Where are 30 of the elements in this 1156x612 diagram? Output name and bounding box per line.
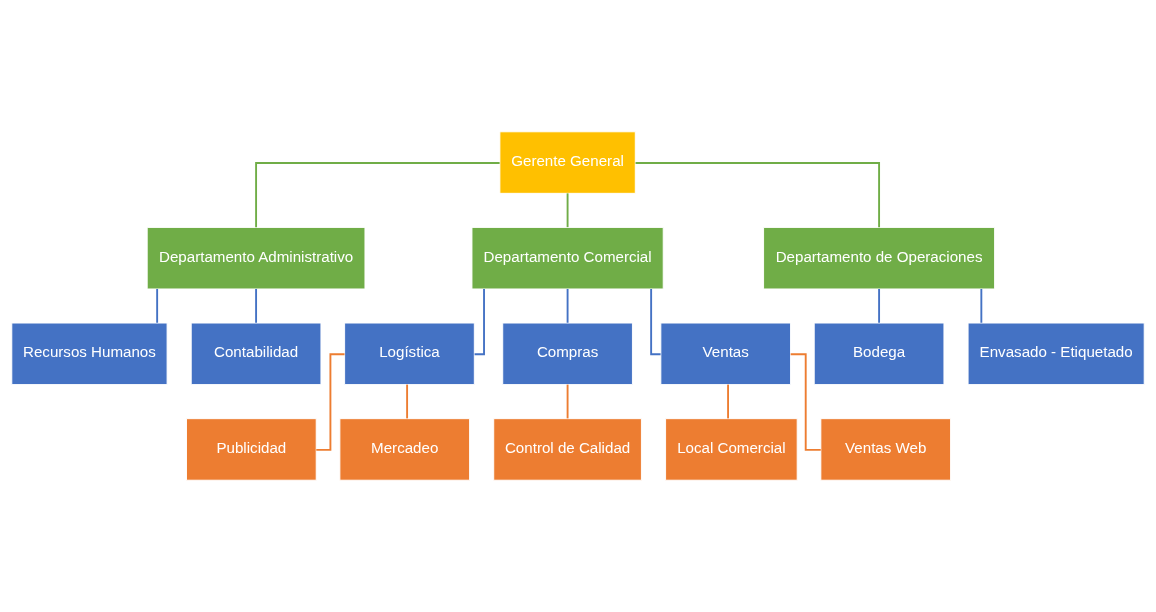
connector: [727, 383, 729, 420]
connector: [566, 288, 569, 324]
node-box: Mercadeo: [339, 418, 471, 481]
node-box: Logística: [344, 322, 475, 386]
connector: [315, 353, 346, 451]
connector: [634, 162, 881, 229]
connector: [980, 288, 983, 324]
connector: [566, 383, 569, 420]
node-box: Ventas: [660, 322, 792, 386]
node-box: Ventas Web: [820, 418, 952, 481]
node-box: Compras: [502, 322, 633, 386]
connector: [650, 288, 662, 356]
connector: [255, 288, 258, 324]
connector: [473, 288, 485, 356]
connector: [255, 162, 501, 229]
connector: [878, 288, 881, 324]
node-box: Local Comercial: [665, 418, 798, 481]
node-box: Control de Calidad: [493, 418, 642, 481]
node-box: Bodega: [813, 322, 945, 386]
node-box: Departamento Administrativo: [146, 226, 366, 290]
node-box: Contabilidad: [190, 322, 322, 386]
node-box: Envasado - Etiquetado: [967, 322, 1145, 386]
connector: [406, 383, 409, 420]
node-box: Departamento de Operaciones: [763, 226, 996, 290]
node-box: Publicidad: [186, 418, 317, 481]
connector: [156, 288, 159, 324]
node-box: Recursos Humanos: [11, 322, 168, 386]
connector: [566, 192, 569, 229]
node-box: Departamento Comercial: [471, 226, 664, 290]
node-box: Gerente General: [499, 131, 636, 194]
